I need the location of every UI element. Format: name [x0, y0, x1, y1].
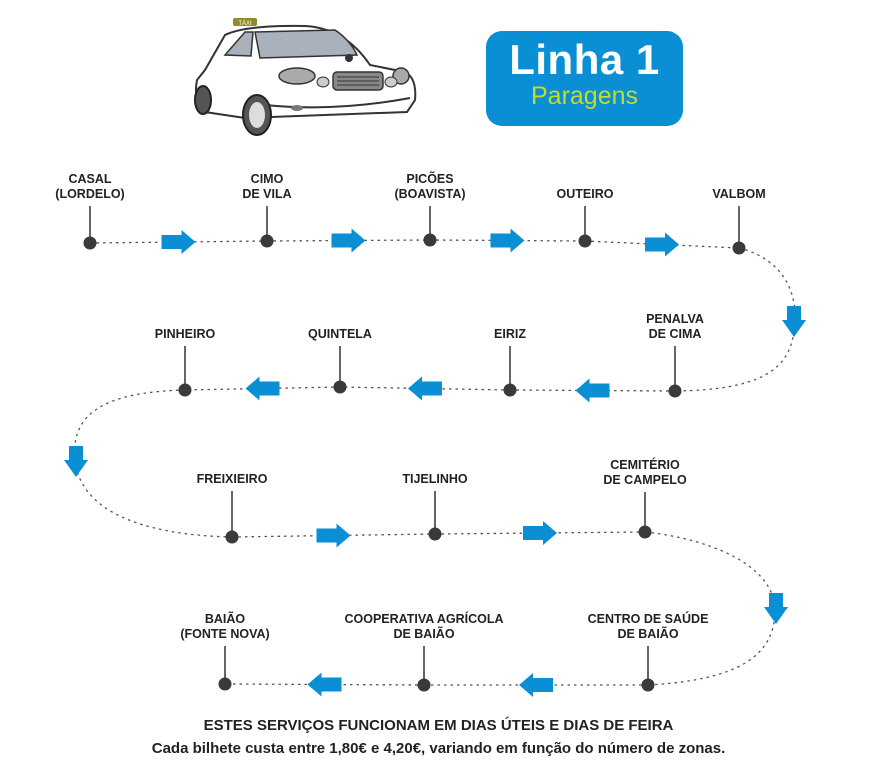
stop-label: QUINTELA [308, 327, 372, 342]
stop-label: VALBOM [712, 187, 765, 202]
arrow-right-icon [331, 228, 366, 253]
arrow-right-icon [490, 228, 525, 253]
stop-marker [641, 678, 655, 692]
stop-label: TIJELINHO [402, 472, 467, 487]
stop-name-line: VALBOM [712, 187, 766, 201]
stop-name-line: DE CIMA [648, 327, 702, 341]
stop-label: PINHEIRO [155, 327, 215, 342]
stop-marker [225, 530, 239, 544]
stop-label: OUTEIRO [557, 187, 614, 202]
stop-marker [218, 677, 232, 691]
stop-label: BAIÃO(FONTE NOVA) [180, 612, 269, 642]
stop-name-line: PINHEIRO [154, 327, 216, 341]
service-days-notice: ESTES SERVIÇOS FUNCIONAM EM DIAS ÚTEIS E… [203, 717, 674, 734]
route-path [231, 533, 436, 538]
stop-marker [260, 234, 274, 248]
taxi-illustration: TÁXI [194, 18, 417, 136]
stop-label: CASAL(LORDELO) [55, 172, 124, 202]
route-path [73, 389, 233, 538]
stop-label: EIRIZ [494, 327, 526, 342]
ticket-price-notice: Cada bilhete custa entre 1,80€ e 4,20€, … [151, 740, 726, 757]
stop-marker [178, 383, 192, 397]
stop-marker [668, 384, 682, 398]
stop-marker [503, 383, 517, 397]
line-badge: Linha 1 Paragens [486, 31, 683, 126]
stop-name-line: EIRIZ [494, 327, 526, 341]
line-title: Linha 1 [509, 36, 660, 83]
stop-marker [638, 525, 652, 539]
arrow-down-icon [764, 593, 788, 624]
stop-marker [423, 233, 437, 247]
stop-name-line: (LORDELO) [55, 187, 125, 201]
route-path [644, 531, 776, 686]
route-path [509, 389, 676, 392]
stop-marker [428, 527, 442, 541]
line-subtitle: Paragens [530, 82, 639, 110]
stop-name-line: DE CAMPELO [603, 473, 687, 487]
arrow-left-icon [519, 673, 553, 697]
stop-name-line: DE BAIÃO [617, 627, 679, 641]
taxi-sign-text: TÁXI [238, 20, 252, 27]
stop-marker [83, 236, 97, 250]
stop-name-line: COOPERATIVA AGRÍCOLA [344, 612, 504, 626]
stop-label: PICÕES(BOAVISTA) [394, 172, 465, 202]
arrow-right-icon [161, 230, 196, 254]
stop-name-line: (FONTE NOVA) [180, 627, 270, 641]
stop-name-line: DE BAIÃO [393, 627, 455, 641]
arrow-left-icon [307, 672, 342, 697]
stop-name-line: QUINTELA [308, 327, 372, 341]
arrow-left-icon [245, 376, 280, 401]
arrow-right-icon [645, 232, 679, 257]
route-path [266, 239, 431, 242]
arrow-right-icon [316, 523, 351, 548]
stop-marker [578, 234, 592, 248]
arrow-down-icon [782, 306, 806, 337]
arrow-right-icon [523, 521, 557, 545]
stop-name-line: BAIÃO [204, 612, 246, 626]
stop-marker [333, 380, 347, 394]
stop-name-line: CENTRO DE SAÚDE [587, 612, 709, 626]
stop-name-line: CASAL [68, 172, 112, 186]
stop-name-line: FREIXIEIRO [196, 472, 268, 486]
arrow-left-icon [575, 378, 610, 403]
stop-name-line: (BOAVISTA) [394, 187, 466, 201]
stop-name-line: TIJELINHO [402, 472, 468, 486]
stop-name-line: CEMITÉRIO [610, 458, 680, 472]
arrow-left-icon [408, 376, 442, 401]
stop-name-line: CIMO [250, 172, 284, 186]
stop-name-line: DE VILA [242, 187, 292, 201]
stop-label: FREIXIEIRO [197, 472, 268, 487]
taxi-icon: TÁXI [194, 18, 417, 136]
stop-name-line: PICÕES [406, 172, 454, 186]
stop-marker [732, 241, 746, 255]
stop-name-line: PENALVA [646, 312, 704, 326]
arrow-down-icon [64, 446, 88, 477]
stop-name-line: OUTEIRO [556, 187, 614, 201]
stop-marker [417, 678, 431, 692]
